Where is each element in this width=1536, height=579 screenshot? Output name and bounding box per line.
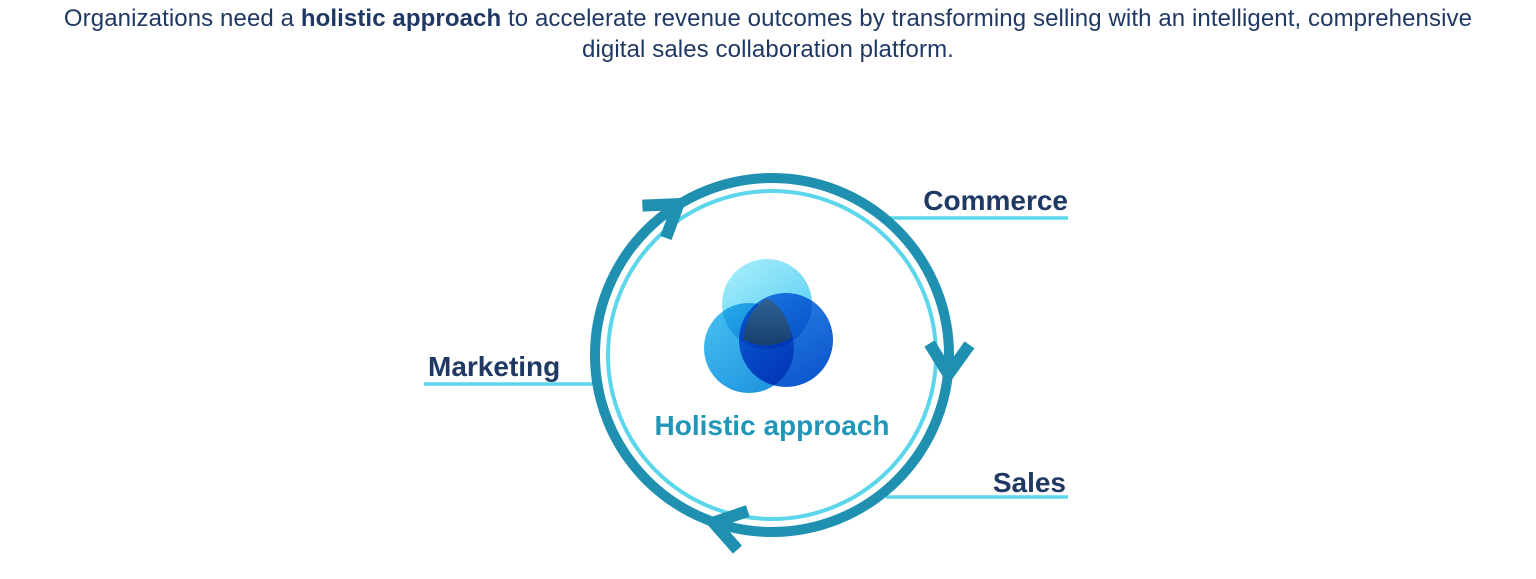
commerce-label: Commerce [923,185,1068,216]
center-label: Holistic approach [655,410,890,441]
headline-text-pre: Organizations need a [63,5,301,32]
venn-core-triangle [743,298,791,346]
cycle-outer-ring [590,173,954,537]
marketing-label: Marketing [428,351,560,382]
sales-label: Sales [993,467,1066,498]
cycle-arrow-bottom-icon [703,505,750,554]
headline-text-bold: holistic approach [300,5,502,32]
venn-logo-icon [704,259,833,393]
headline-text-post: to accelerate revenue outcomes by transf… [501,5,1473,32]
cycle-arrow-right-icon [924,340,975,386]
headline: Organizations need a holistic approach t… [0,3,1536,65]
headline-line-1: Organizations need a holistic approach t… [0,3,1536,34]
cycle-arrow-topleft-icon [642,197,688,241]
headline-line-2: digital sales collaboration platform. [582,36,954,63]
